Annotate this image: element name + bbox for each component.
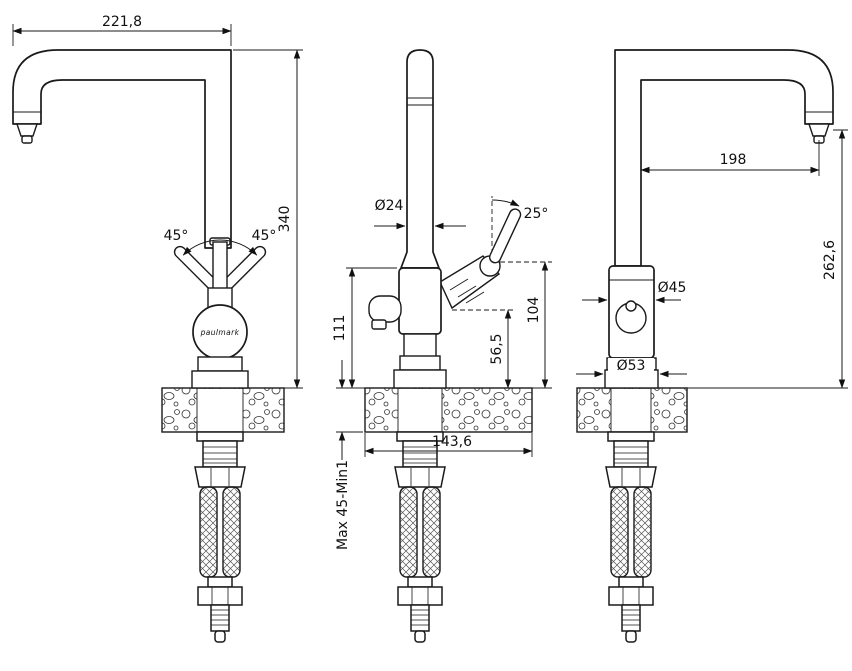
dim-label-mount-thickness: Max 45-Min1 bbox=[335, 460, 351, 550]
dim-label-base-width: 143,6 bbox=[432, 434, 472, 450]
dim-label-body-height: 111 bbox=[332, 315, 348, 342]
under-counter-assembly bbox=[605, 431, 657, 643]
dim-handle-angles: 45° 45° bbox=[164, 228, 277, 256]
under-counter-assembly bbox=[394, 431, 446, 643]
dim-mount-thickness: Max 45-Min1 bbox=[335, 360, 363, 550]
dim-label-spout-diameter: Ø24 bbox=[375, 198, 404, 214]
dim-label-angle-right: 45° bbox=[252, 228, 277, 244]
dim-base-diameter-53: Ø53 bbox=[576, 358, 687, 378]
aerator-nozzle bbox=[16, 123, 38, 137]
dim-label-angle-left: 45° bbox=[164, 228, 189, 244]
view-side-left: paulmark 221,8 340 45° 45° bbox=[12, 14, 303, 643]
dim-base-width-143-6: 143,6 bbox=[364, 433, 533, 457]
base-plate bbox=[393, 369, 447, 389]
view-front: Ø24 25° 111 104 56,5 143,6 bbox=[332, 49, 552, 643]
dim-label-body-diameter: Ø45 bbox=[658, 280, 687, 296]
view-side-right: 198 262,6 Ø45 Ø53 bbox=[576, 49, 848, 643]
dim-spout-diameter: Ø24 bbox=[374, 198, 466, 230]
countertop-hole bbox=[197, 389, 243, 431]
side-outlet bbox=[368, 295, 402, 323]
dim-label-height: 340 bbox=[277, 206, 293, 233]
dim-label-handle-angle: 25° bbox=[524, 206, 549, 222]
dim-label-spout-reach-left: 221,8 bbox=[102, 14, 142, 30]
center-post bbox=[212, 241, 228, 295]
side-outlet-tip bbox=[371, 319, 387, 330]
dim-handle-angle-25: 25° bbox=[491, 199, 549, 222]
spout-tube bbox=[12, 49, 232, 249]
countertop-hole bbox=[611, 389, 651, 431]
body-lower bbox=[403, 333, 437, 359]
base-cylinder bbox=[399, 355, 441, 371]
dim-spout-height-262-6: 262,6 bbox=[687, 129, 848, 389]
aerator-tip bbox=[21, 135, 33, 144]
hole-edges bbox=[397, 388, 443, 432]
base-cylinder bbox=[197, 356, 243, 372]
hole-edges bbox=[610, 388, 652, 432]
under-counter-assembly bbox=[194, 431, 246, 643]
dim-body-diameter-45: Ø45 bbox=[582, 280, 687, 304]
body-upper bbox=[398, 267, 442, 335]
handle-lever bbox=[488, 208, 522, 264]
base-plate bbox=[191, 370, 249, 389]
brand-logo: paulmark bbox=[200, 328, 240, 337]
dim-label-spout-height: 262,6 bbox=[822, 240, 838, 280]
handle-base-hatching bbox=[449, 278, 485, 304]
dim-handle-offset-56-5: 56,5 bbox=[452, 309, 516, 389]
countertop-section bbox=[364, 387, 533, 433]
dim-handle-height-104: 104 bbox=[500, 261, 552, 389]
column-joint-bands bbox=[407, 97, 433, 106]
aerator-nozzle bbox=[808, 123, 830, 137]
dim-spout-reach-right: 198 bbox=[640, 140, 820, 176]
spout-tube bbox=[614, 49, 834, 267]
dim-label-handle-offset: 56,5 bbox=[489, 333, 505, 364]
dim-label-handle-height: 104 bbox=[526, 297, 542, 324]
hole-edges bbox=[196, 388, 244, 432]
dim-spout-reach-left: 221,8 bbox=[12, 14, 232, 46]
dim-label-spout-reach-right: 198 bbox=[720, 152, 747, 168]
countertop-hole bbox=[398, 389, 442, 431]
dim-label-base-diameter: Ø53 bbox=[617, 358, 646, 374]
handle-front-knob bbox=[625, 300, 637, 312]
spout-column bbox=[400, 49, 440, 269]
dim-height-340: 340 bbox=[233, 49, 303, 389]
